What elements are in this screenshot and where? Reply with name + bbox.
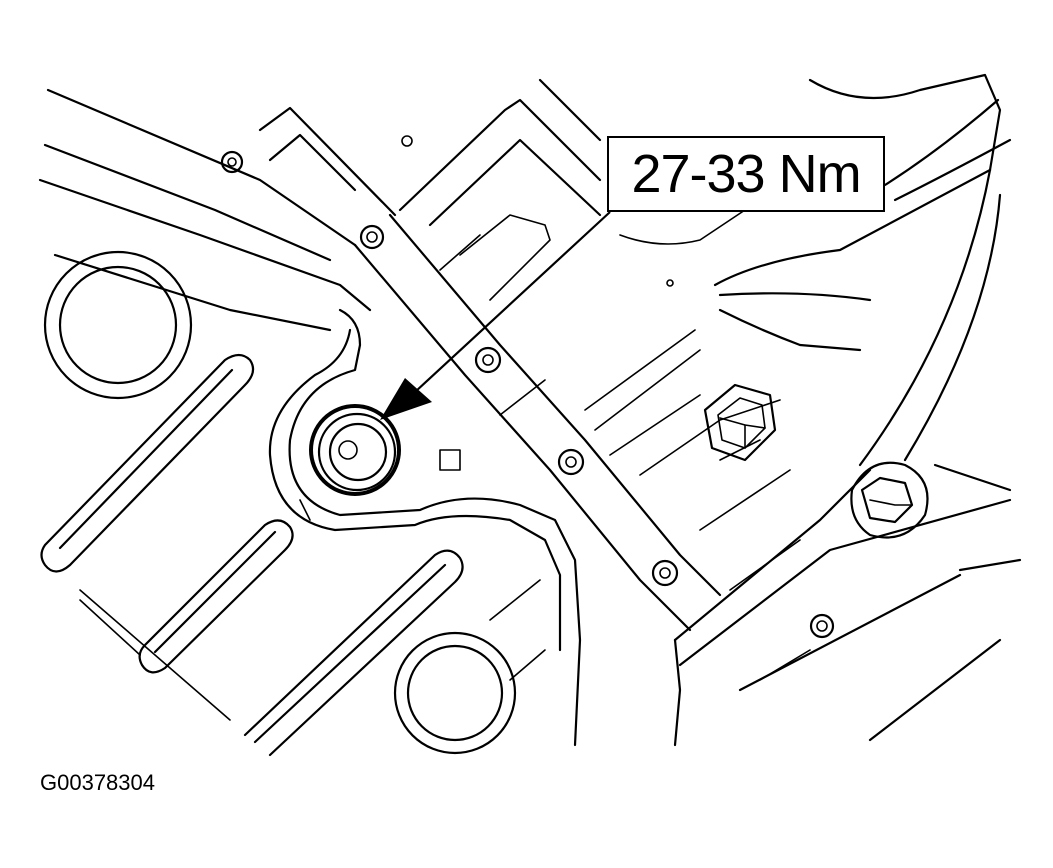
torque-spec-label: 27-33 Nm — [631, 144, 861, 204]
callout-arrow — [380, 211, 611, 420]
target-bolt — [309, 404, 401, 496]
housing-outline — [38, 73, 1022, 747]
hex-bolts — [703, 383, 929, 539]
torque-callout: 27-33 Nm — [607, 136, 885, 212]
figure-id: G00378304 — [40, 770, 155, 795]
bolt-holes — [220, 135, 835, 639]
bore-rings — [43, 250, 517, 755]
valve-body-pocket — [268, 308, 582, 747]
slots — [40, 353, 546, 757]
